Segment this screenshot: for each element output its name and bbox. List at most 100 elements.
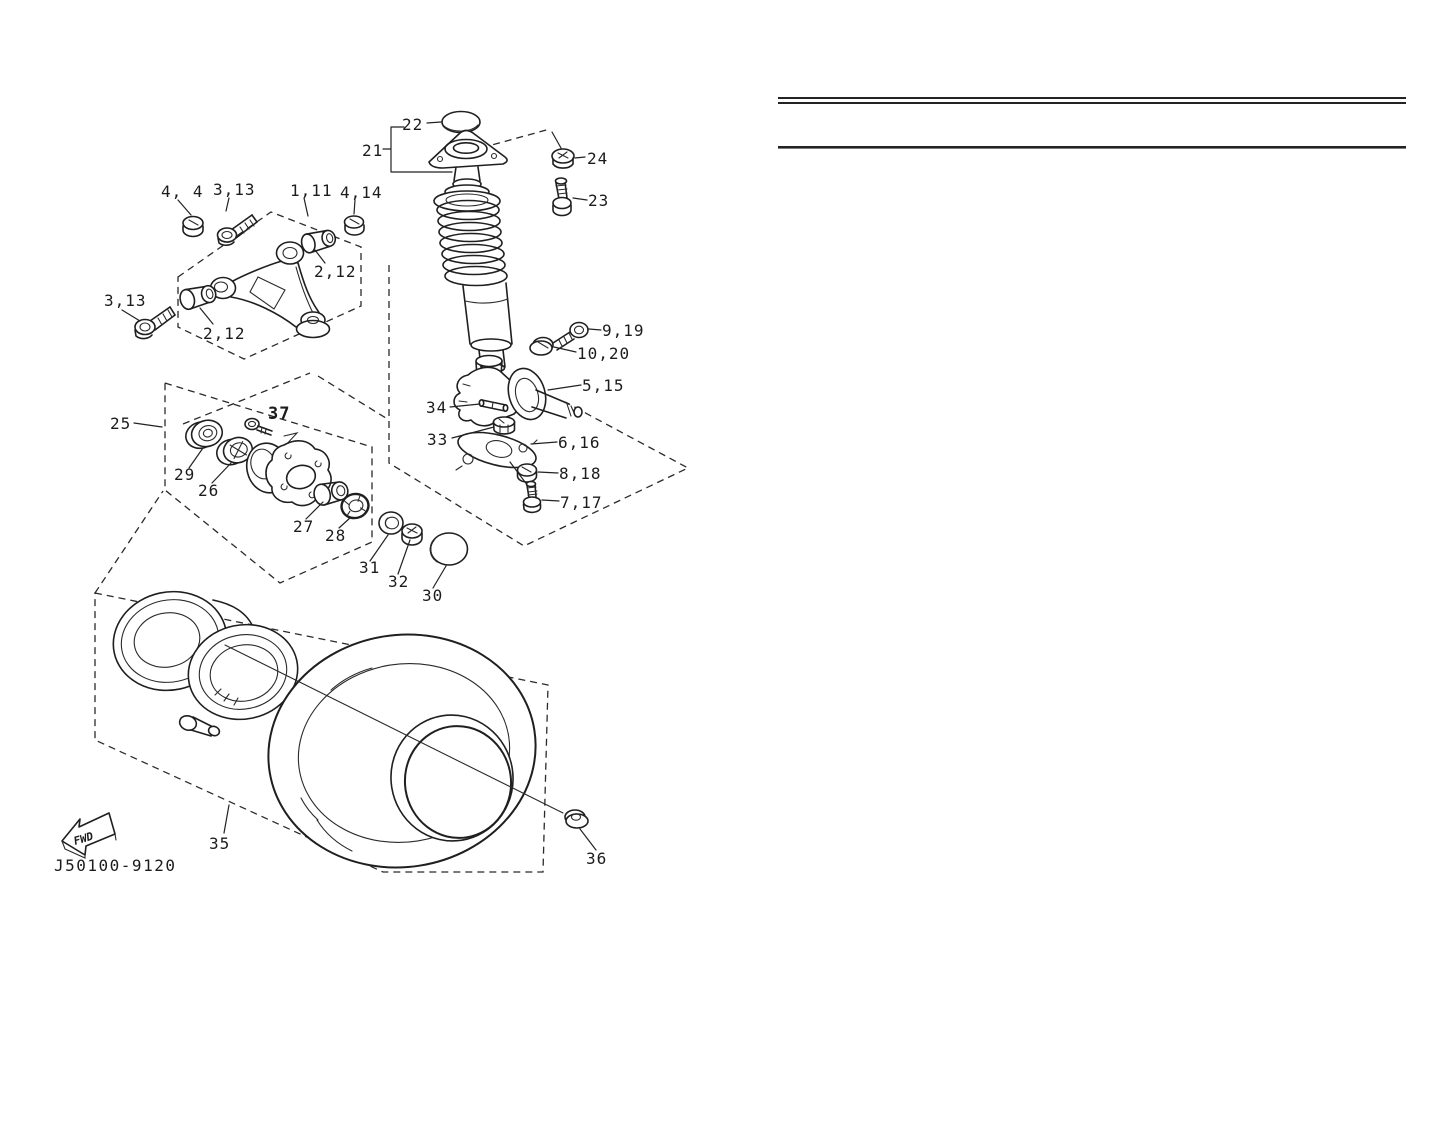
bolt-7-17	[522, 480, 542, 514]
arm-top-bushing-eye	[275, 241, 305, 265]
part-label-2-12-top: 2,12	[314, 262, 357, 281]
part-label-3-13-left: 3,13	[104, 291, 147, 310]
nut-8-18	[516, 463, 538, 483]
steering-knuckle	[453, 354, 583, 427]
tire	[267, 633, 537, 869]
spindle	[531, 389, 570, 419]
wheel-hub-connector-dash	[94, 490, 164, 594]
upper-arm-dashed-box	[177, 211, 362, 360]
shock-spring-seat-inner	[445, 193, 489, 207]
header-rules	[778, 97, 1406, 149]
header-rule-double-bottom	[778, 102, 1406, 104]
steering-arm-6-16	[455, 431, 538, 471]
stud-34	[478, 398, 509, 412]
nut-36	[564, 809, 589, 829]
part-label-28: 28	[325, 526, 346, 545]
cap-30	[429, 532, 469, 566]
bushing-2-12-top	[300, 229, 337, 254]
hub-bore	[285, 464, 317, 490]
nut-4-14	[343, 215, 365, 236]
part-label-1-11: 1,11	[290, 181, 333, 200]
bushing-2-12-lower	[179, 284, 217, 311]
part-label-4-4: 4, 4	[161, 182, 204, 201]
bolt-23	[552, 177, 572, 217]
bolt-3-13-left	[134, 306, 176, 340]
part-label-30: 30	[422, 586, 443, 605]
part-label-37: 37	[268, 404, 290, 424]
part-label-2-12-lower: 2,12	[203, 324, 246, 343]
plate-bolt-hole-left	[436, 155, 444, 163]
shock-absorber-assembly	[382, 110, 513, 373]
coil-spring	[436, 199, 508, 287]
rim-inner-flange	[187, 623, 299, 721]
part-label-8-18: 8,18	[559, 464, 602, 483]
fwd-arrow-shape	[61, 812, 116, 856]
nut-32	[401, 523, 423, 546]
part-label-3-13-top: 3,13	[213, 180, 256, 199]
part-label-34: 34	[426, 398, 447, 417]
castle-nut-33	[492, 416, 516, 435]
knuckle-assembly	[453, 321, 589, 514]
header-rule-single	[778, 146, 1406, 149]
control-arm-assembly	[134, 214, 365, 340]
part-label-6-16: 6,16	[558, 433, 601, 452]
part-label-22: 22	[402, 115, 423, 134]
nut-24	[551, 148, 575, 169]
shock-cap	[441, 110, 481, 134]
nut-24-pointer	[551, 131, 562, 149]
part-label-33: 33	[427, 430, 448, 449]
shock-top-plate-boss	[444, 138, 488, 160]
bolt-37	[244, 417, 273, 436]
seal-28	[340, 492, 370, 520]
tire-sidewall-ring	[297, 662, 511, 844]
part-label-29: 29	[174, 465, 195, 484]
part-label-5-15: 5,15	[582, 376, 625, 395]
hub-knuckle-connector-dash	[317, 375, 390, 421]
axle-construction-line	[224, 644, 564, 814]
arm-ball-joint-boot	[295, 319, 331, 339]
drawing-code: J50100-9120	[54, 856, 176, 875]
part-label-23: 23	[588, 191, 609, 210]
nut-10-20	[529, 336, 554, 356]
nut-4-4	[182, 215, 204, 238]
part-label-4-14: 4,14	[340, 183, 383, 202]
part-label-10-20: 10,20	[577, 344, 630, 363]
knuckle-top-tube	[475, 354, 503, 368]
knuckle-dashed-box	[388, 265, 690, 547]
fwd-arrow-label: FWD	[72, 830, 95, 848]
bolt-9-19	[552, 321, 589, 351]
shock-top-plate-hole	[452, 142, 480, 155]
shock-top-plate	[428, 129, 508, 169]
bearing-26	[215, 436, 254, 466]
hub-dashed-box	[164, 382, 373, 584]
fwd-arrow: FWD	[61, 812, 117, 859]
part-label-26: 26	[198, 481, 219, 500]
header-rule-double-top	[778, 97, 1406, 99]
wheel-rim	[112, 590, 299, 737]
part-label-35: 35	[209, 834, 230, 853]
part-labels: 22 21 24 23 4, 4 3,13 1,11 4,14 2,12 3,1…	[104, 115, 645, 868]
part-label-27: 27	[293, 517, 314, 536]
bolt-3-13-top	[216, 214, 258, 247]
part-label-24: 24	[587, 149, 608, 168]
part-label-31: 31	[359, 558, 380, 577]
part-label-7-17: 7,17	[560, 493, 603, 512]
hub-inner-dashed-line	[182, 372, 311, 425]
plate-bolt-hole-right	[490, 152, 498, 160]
part-label-25: 25	[110, 414, 131, 433]
label-21-bracket	[382, 126, 453, 173]
washer-31	[378, 511, 404, 535]
part-label-36: 36	[586, 849, 607, 868]
part-label-21: 21	[362, 141, 383, 160]
valve-stem	[178, 715, 221, 737]
shock-bushing-stack	[453, 166, 481, 182]
tire-center-hole	[403, 725, 513, 839]
leader-lines	[121, 121, 602, 851]
part-label-9-19: 9,19	[602, 321, 645, 340]
top-mount-fasteners	[551, 131, 575, 217]
collar-27	[313, 481, 349, 506]
bearing-29	[185, 419, 224, 450]
tire-tread-arcs	[300, 667, 373, 852]
